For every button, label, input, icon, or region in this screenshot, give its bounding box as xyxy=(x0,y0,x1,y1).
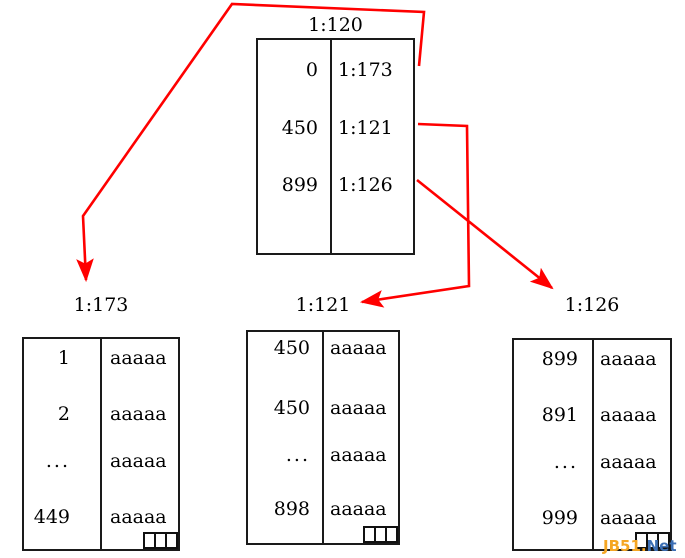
root-row-0-pointer[interactable]: 1:173 xyxy=(338,59,393,81)
leaf-3-table xyxy=(512,338,672,551)
leaf-1-free-space-boxes xyxy=(143,532,178,549)
leaf-1-row-2-value: aaaaa xyxy=(110,450,167,472)
root-node-column-divider xyxy=(330,40,332,253)
leaf-2-label: 1:121 xyxy=(295,294,351,316)
leaf-1-table xyxy=(22,337,180,551)
root-row-1-pointer[interactable]: 1:121 xyxy=(338,117,393,139)
root-row-2-key: 899 xyxy=(281,174,318,196)
watermark-part-2: Net xyxy=(646,537,677,555)
leaf-2-row-2-key: ... xyxy=(285,444,310,466)
leaf-3-label: 1:126 xyxy=(564,294,620,316)
leaf-2-row-1-value: aaaaa xyxy=(330,397,387,419)
leaf-3-row-2-key: ... xyxy=(553,451,578,473)
leaf-2-column-divider xyxy=(322,332,324,543)
free-slot-box xyxy=(165,532,178,549)
leaf-1-row-1-key: 2 xyxy=(57,403,70,425)
free-slot-box xyxy=(385,526,398,543)
leaf-3-row-1-value: aaaaa xyxy=(600,404,657,426)
leaf-2-table xyxy=(246,330,400,545)
leaf-1-label: 1:173 xyxy=(73,294,129,316)
leaf-2-free-space-boxes xyxy=(363,526,398,543)
root-row-0-key: 0 xyxy=(305,59,318,81)
leaf-1-row-0-value: aaaaa xyxy=(110,347,167,369)
leaf-1-row-2-key: ... xyxy=(45,450,70,472)
leaf-1-row-1-value: aaaaa xyxy=(110,403,167,425)
leaf-2-row-0-key: 450 xyxy=(273,337,310,359)
leaf-3-column-divider xyxy=(592,340,594,549)
watermark: JB51.Net xyxy=(603,537,677,555)
leaf-1-row-0-key: 1 xyxy=(57,347,70,369)
free-slot-box xyxy=(657,532,670,549)
leaf-1-column-divider xyxy=(100,339,102,549)
leaf-3-row-3-key: 999 xyxy=(541,507,578,529)
root-row-1-key: 450 xyxy=(281,117,318,139)
leaf-3-row-0-value: aaaaa xyxy=(600,348,657,370)
leaf-3-row-3-value: aaaaa xyxy=(600,507,657,529)
leaf-2-row-3-key: 898 xyxy=(273,498,310,520)
leaf-2-row-1-key: 450 xyxy=(273,397,310,419)
leaf-3-row-2-value: aaaaa xyxy=(600,451,657,473)
leaf-2-row-3-value: aaaaa xyxy=(330,498,387,520)
leaf-1-row-3-key: 449 xyxy=(33,506,70,528)
leaf-2-row-0-value: aaaaa xyxy=(330,337,387,359)
watermark-part-1: JB51. xyxy=(603,537,647,555)
root-node-label: 1:120 xyxy=(308,14,363,36)
root-row-2-pointer[interactable]: 1:126 xyxy=(338,174,393,196)
leaf-3-row-1-key: 891 xyxy=(541,404,578,426)
leaf-3-free-space-boxes xyxy=(635,532,670,549)
leaf-1-row-3-value: aaaaa xyxy=(110,506,167,528)
pointer-arrow-to-1-126 xyxy=(416,178,554,290)
leaf-3-row-0-key: 899 xyxy=(541,348,578,370)
leaf-2-row-2-value: aaaaa xyxy=(330,444,387,466)
